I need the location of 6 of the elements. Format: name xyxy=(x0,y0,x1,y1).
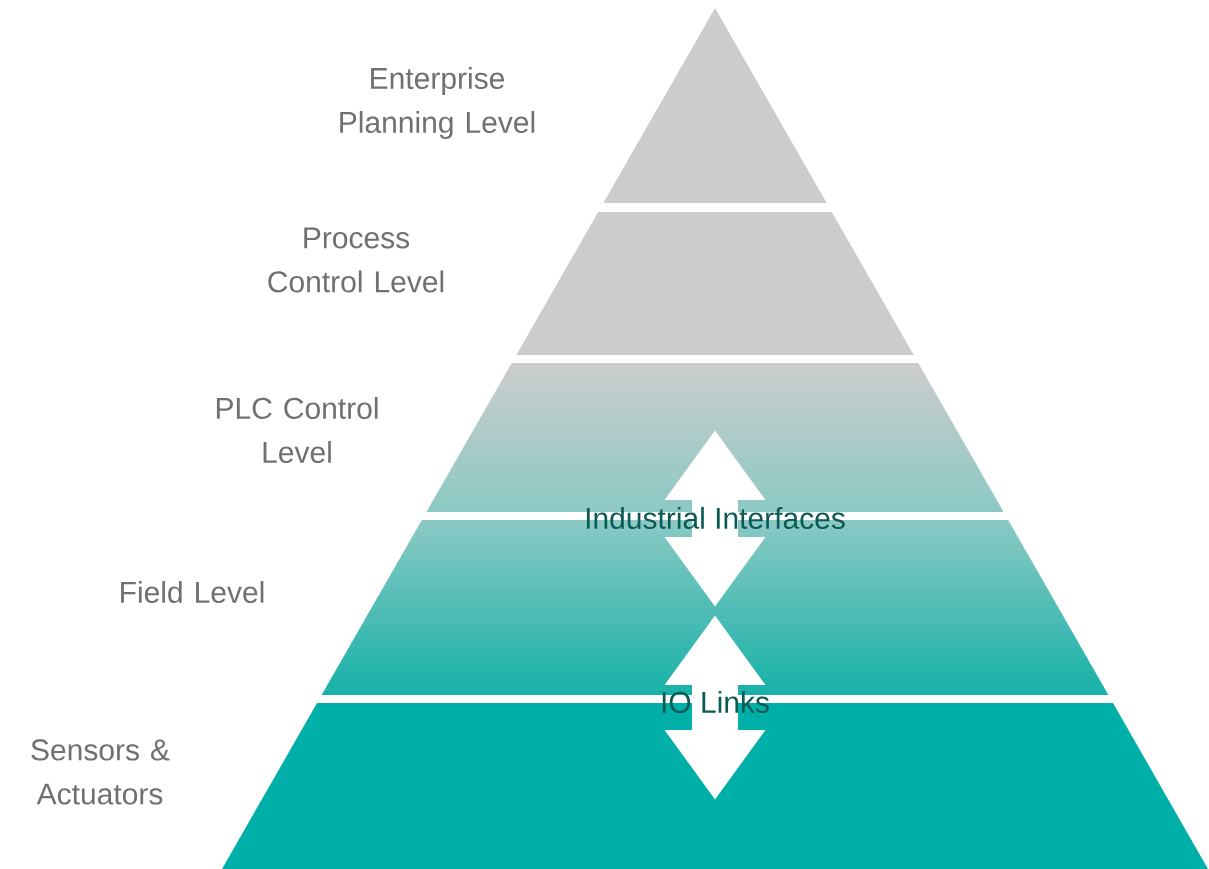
edge-label: Industrial Interfaces xyxy=(586,507,845,529)
level-label: Process Control Level xyxy=(268,227,444,293)
level-label: Field Level xyxy=(121,581,264,603)
level-label: PLC Control Level xyxy=(216,397,378,463)
level-label: Enterprise Planning Level xyxy=(340,67,535,139)
level-label: Sensors & Actuators xyxy=(31,739,170,805)
